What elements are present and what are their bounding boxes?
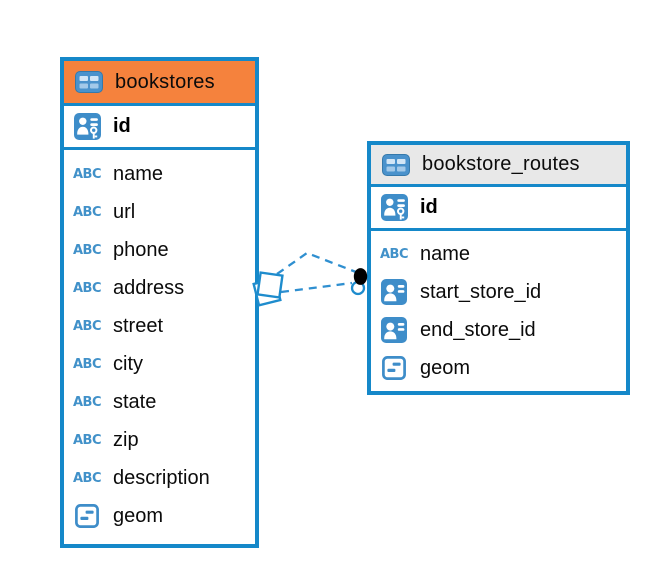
- entity-header-bookstores[interactable]: bookstores: [64, 61, 255, 106]
- column-label: geom: [420, 356, 471, 379]
- column-row-pk-id[interactable]: id: [371, 187, 626, 231]
- column-list: ABC name start_store_id end_store_id ge: [371, 231, 626, 387]
- text-type-icon: ABC: [72, 280, 102, 296]
- column-label: id: [420, 196, 438, 218]
- column-label: phone: [113, 238, 169, 261]
- text-type-icon: ABC: [379, 246, 409, 262]
- column-label: url: [113, 200, 136, 223]
- entity-header-bookstore-routes[interactable]: bookstore_routes: [371, 145, 626, 187]
- column-row-pk-id[interactable]: id: [64, 106, 255, 150]
- column-row-address[interactable]: ABC address: [70, 269, 255, 307]
- text-type-icon: ABC: [72, 166, 102, 182]
- text-type-icon: ABC: [72, 356, 102, 372]
- column-label: state: [113, 390, 157, 413]
- column-row-name[interactable]: ABC name: [377, 235, 626, 273]
- column-label: description: [113, 466, 210, 489]
- primary-key-icon: [70, 113, 104, 140]
- text-type-icon: ABC: [72, 470, 102, 486]
- column-row-geom[interactable]: geom: [70, 497, 255, 535]
- black-dot-marker: [350, 268, 368, 296]
- column-row-end-store-id[interactable]: end_store_id: [377, 311, 626, 349]
- relation-line-lower[interactable]: [280, 281, 353, 294]
- column-label: geom: [113, 504, 164, 527]
- reference-type-icon: [377, 317, 411, 343]
- column-row-city[interactable]: ABC city: [70, 345, 255, 383]
- column-row-phone[interactable]: ABC phone: [70, 231, 255, 269]
- text-type-icon: ABC: [72, 242, 102, 258]
- column-label: street: [113, 314, 164, 337]
- table-grid-icon: [72, 71, 106, 93]
- text-type-icon: ABC: [72, 204, 102, 220]
- text-type-icon: ABC: [72, 432, 102, 448]
- table-grid-icon: [379, 153, 413, 176]
- column-label: name: [420, 242, 471, 265]
- column-label: name: [113, 162, 164, 185]
- entity-table-bookstore-routes[interactable]: bookstore_routes id ABC name start_store…: [367, 141, 630, 395]
- column-row-description[interactable]: ABC description: [70, 459, 255, 497]
- column-row-zip[interactable]: ABC zip: [70, 421, 255, 459]
- geometry-type-icon: [377, 356, 411, 380]
- column-row-start-store-id[interactable]: start_store_id: [377, 273, 626, 311]
- text-type-icon: ABC: [72, 394, 102, 410]
- relation-line-upper[interactable]: [276, 251, 357, 275]
- column-row-state[interactable]: ABC state: [70, 383, 255, 421]
- column-row-url[interactable]: ABC url: [70, 193, 255, 231]
- primary-key-icon: [377, 194, 411, 221]
- column-label: id: [113, 115, 131, 137]
- column-label: zip: [113, 428, 139, 451]
- text-type-icon: ABC: [72, 318, 102, 334]
- entity-table-bookstores[interactable]: bookstores id ABC name ABC url ABC phone…: [60, 57, 259, 548]
- column-label: address: [113, 276, 185, 299]
- column-row-geom[interactable]: geom: [377, 349, 626, 387]
- column-list: ABC name ABC url ABC phone ABC address A…: [64, 150, 255, 535]
- column-row-street[interactable]: ABC street: [70, 307, 255, 345]
- table-title: bookstore_routes: [422, 153, 580, 175]
- column-label: end_store_id: [420, 318, 536, 341]
- column-row-name[interactable]: ABC name: [70, 155, 255, 193]
- reference-type-icon: [377, 279, 411, 305]
- column-label: start_store_id: [420, 280, 542, 303]
- geometry-type-icon: [70, 504, 104, 528]
- column-label: city: [113, 352, 143, 375]
- table-title: bookstores: [115, 70, 215, 93]
